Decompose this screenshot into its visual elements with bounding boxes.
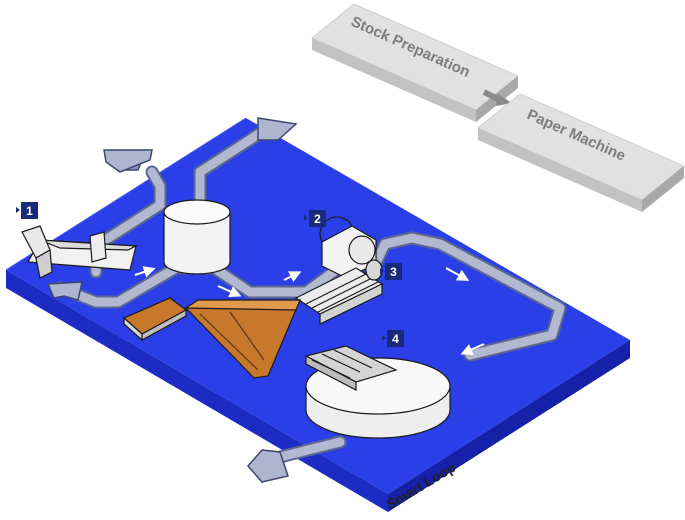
marker-1-number: 1: [26, 204, 33, 218]
marker-3-number: 3: [390, 265, 397, 279]
screen-equipment: [21, 225, 139, 279]
pipe-network: [53, 125, 567, 469]
marker-1: 1: [16, 202, 38, 219]
marker-4: 4: [382, 330, 404, 347]
pipe-inlet-arrow-left: [103, 149, 153, 173]
marker-4-number: 4: [392, 332, 399, 346]
screw-press: [294, 259, 384, 325]
connector-arrow: [482, 89, 512, 106]
pipe-outlet-arrow-bottom: [247, 449, 289, 483]
stock-preparation-box: Stock Preparation: [311, 3, 519, 122]
marker-2: 2: [304, 210, 326, 227]
storage-tank: [163, 199, 231, 275]
marker-3: 3: [380, 263, 402, 280]
pipe-inlet-arrow-top: [257, 117, 298, 141]
sludge-conveyor: [184, 299, 301, 379]
sludge-container: [122, 297, 188, 342]
marker-2-number: 2: [314, 212, 321, 226]
paper-machine-box: Paper Machine: [477, 93, 685, 212]
flow-direction-arrows: [134, 266, 485, 356]
pipe-outlet-arrow-left: [46, 281, 83, 301]
clarifier: [304, 345, 451, 439]
